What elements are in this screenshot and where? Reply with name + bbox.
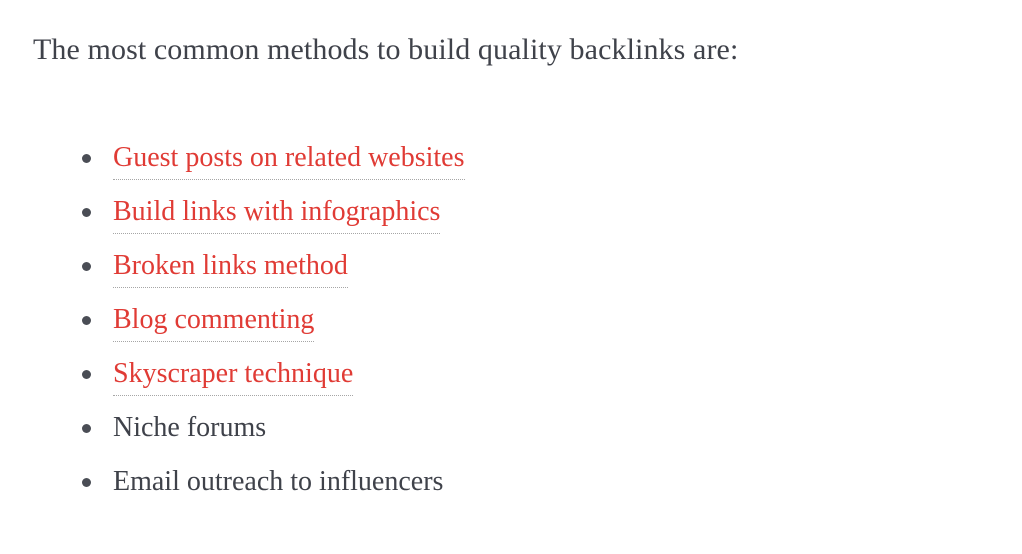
list-item-label-niche-forums: Niche forums <box>113 412 267 443</box>
list-item: Niche forums <box>57 410 465 464</box>
bullet-icon <box>82 316 91 325</box>
list-item: Guest posts on related websites <box>57 140 465 194</box>
list-item: Broken links method <box>57 248 465 302</box>
link-build-links-with-infographics[interactable]: Build links with infographics <box>113 194 441 234</box>
link-blog-commenting[interactable]: Blog commenting <box>113 302 315 342</box>
bullet-icon <box>82 478 91 487</box>
backlink-methods-list: Guest posts on related websites Build li… <box>57 140 465 518</box>
bullet-icon <box>82 262 91 271</box>
bullet-icon <box>82 208 91 217</box>
list-item: Blog commenting <box>57 302 465 356</box>
link-broken-links-method[interactable]: Broken links method <box>113 248 348 288</box>
list-item: Skyscraper technique <box>57 356 465 410</box>
bullet-icon <box>82 154 91 163</box>
link-guest-posts-on-related-websites[interactable]: Guest posts on related websites <box>113 140 465 180</box>
intro-paragraph: The most common methods to build quality… <box>33 33 739 66</box>
bullet-icon <box>82 424 91 433</box>
list-item: Email outreach to influencers <box>57 464 465 518</box>
list-item: Build links with infographics <box>57 194 465 248</box>
bullet-icon <box>82 370 91 379</box>
list-item-label-email-outreach-to-influencers: Email outreach to influencers <box>113 466 444 497</box>
link-skyscraper-technique[interactable]: Skyscraper technique <box>113 356 354 396</box>
